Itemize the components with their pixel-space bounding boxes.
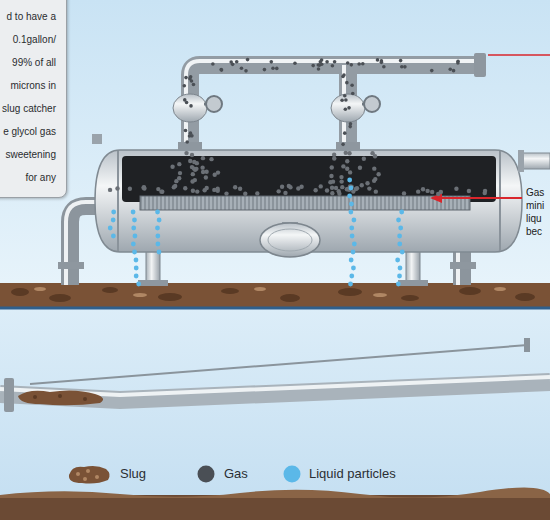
- particle-swatch: [283, 462, 301, 486]
- note-text: d to have a 0.1gallon/ 99% of all micron…: [0, 5, 56, 189]
- legend-label: Slug: [120, 466, 146, 482]
- legend-label: Gas: [224, 466, 248, 482]
- legend-swatch: [284, 466, 301, 483]
- slug-swatch: [66, 462, 112, 486]
- legend-label: Liquid particles: [309, 466, 396, 482]
- legend-swatch: [198, 466, 215, 483]
- particle-swatch: [197, 462, 215, 486]
- note-box: d to have a 0.1gallon/ 99% of all micron…: [0, 0, 67, 198]
- callout-text: Gas mini liqu bec: [526, 186, 550, 238]
- legend-swatch: [69, 466, 110, 484]
